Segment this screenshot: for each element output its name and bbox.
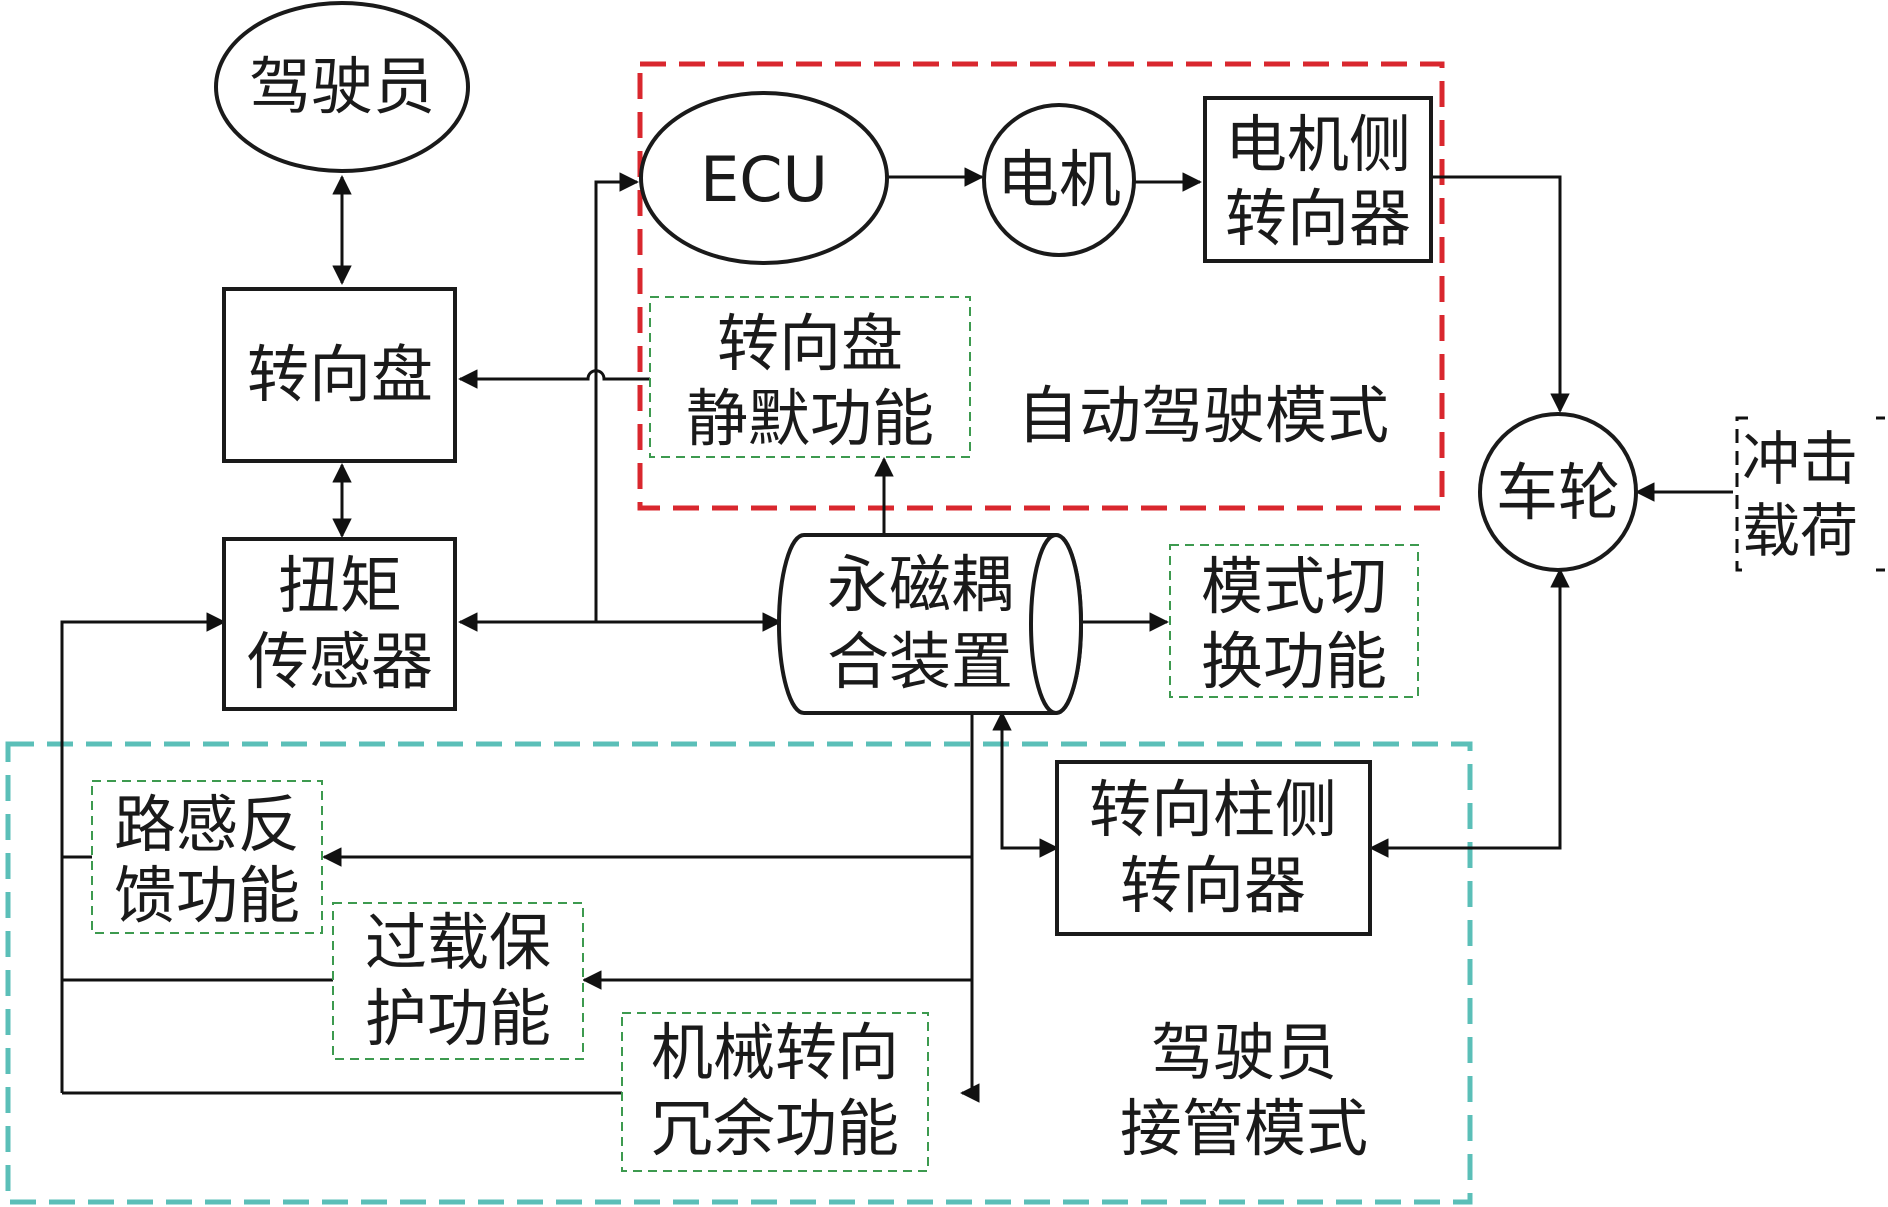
- mode-switch-label-1: 模式切: [1201, 550, 1387, 623]
- column-side-gear-label-1: 转向柱侧: [1089, 773, 1337, 846]
- magnetic-coupling-label-1: 永磁耦: [827, 548, 1013, 621]
- motor-side-gear-node: 电机侧 转向器: [1203, 96, 1433, 263]
- driver-label: 驾驶员: [249, 50, 435, 123]
- road-feel-label-1: 路感反: [114, 788, 300, 861]
- driver-takeover-mode-region: [5, 741, 1473, 1205]
- silent-function-label-2: 静默功能: [686, 382, 934, 455]
- motor-side-gear-label-1: 电机侧: [1225, 108, 1411, 181]
- overload-protection-node: 过载保 护功能: [332, 902, 584, 1060]
- takeover-mode-label-2: 接管模式: [1120, 1092, 1368, 1165]
- torque-sensor-label-1: 扭矩: [278, 549, 402, 622]
- autonomous-mode-region: [637, 61, 1445, 511]
- magnetic-coupling-node: 永磁耦 合装置: [777, 533, 1083, 715]
- mode-switch-label-2: 换功能: [1201, 625, 1387, 698]
- mechanical-redundancy-label-1: 机械转向: [651, 1016, 899, 1089]
- torque-sensor-node: 扭矩 传感器: [222, 537, 457, 711]
- silent-function-label-1: 转向盘: [717, 307, 903, 380]
- mode-switch-node: 模式切 换功能: [1169, 544, 1419, 698]
- impact-load-label-1: 冲击: [1742, 425, 1858, 493]
- silent-function-node: 转向盘 静默功能: [649, 296, 971, 458]
- silent-to-wheel-link: [458, 369, 650, 389]
- motor-side-gear-label-2: 转向器: [1225, 182, 1411, 255]
- motor-node: 电机: [982, 103, 1136, 257]
- torque-sensor-label-2: 传感器: [247, 625, 433, 698]
- magnetic-coupling-label-2: 合装置: [827, 625, 1013, 698]
- wheel-node: 车轮: [1478, 412, 1638, 572]
- steering-wheel-node: 转向盘: [222, 287, 457, 463]
- road-feel-label-2: 馈功能: [114, 859, 300, 932]
- connections: [60, 167, 1733, 1103]
- wheel-label: 车轮: [1496, 456, 1620, 529]
- takeover-mode-label: 驾驶员 接管模式: [1120, 1016, 1368, 1165]
- road-feel-node: 路感反 馈功能: [91, 780, 323, 934]
- sensor-to-ecu-link: [594, 172, 639, 622]
- column-side-gear-label-2: 转向器: [1120, 849, 1306, 922]
- autonomous-mode-label: 自动驾驶模式: [1017, 379, 1389, 452]
- column-gear-wheel-link: [1369, 568, 1570, 858]
- driver-node: 驾驶员: [214, 1, 470, 173]
- motor-label: 电机: [997, 143, 1121, 216]
- impact-load-node: 冲击 载荷: [1735, 416, 1885, 572]
- steering-wheel-label: 转向盘: [247, 338, 433, 411]
- impact-load-label-2: 载荷: [1742, 497, 1858, 565]
- takeover-mode-label-1: 驾驶员: [1151, 1016, 1337, 1089]
- column-side-gear-node: 转向柱侧 转向器: [1055, 760, 1372, 936]
- gear-to-wheel-link: [1430, 175, 1570, 413]
- ecu-node: ECU: [639, 91, 889, 265]
- mechanical-redundancy-label-2: 冗余功能: [651, 1092, 899, 1165]
- overload-protection-label-1: 过载保: [365, 906, 551, 979]
- ecu-label: ECU: [700, 143, 828, 216]
- coupling-column-gear-link: [992, 711, 1059, 858]
- overload-protection-label-2: 护功能: [365, 982, 551, 1055]
- mechanical-redundancy-node: 机械转向 冗余功能: [621, 1012, 929, 1172]
- feedback-to-sensor-link: [60, 612, 226, 1093]
